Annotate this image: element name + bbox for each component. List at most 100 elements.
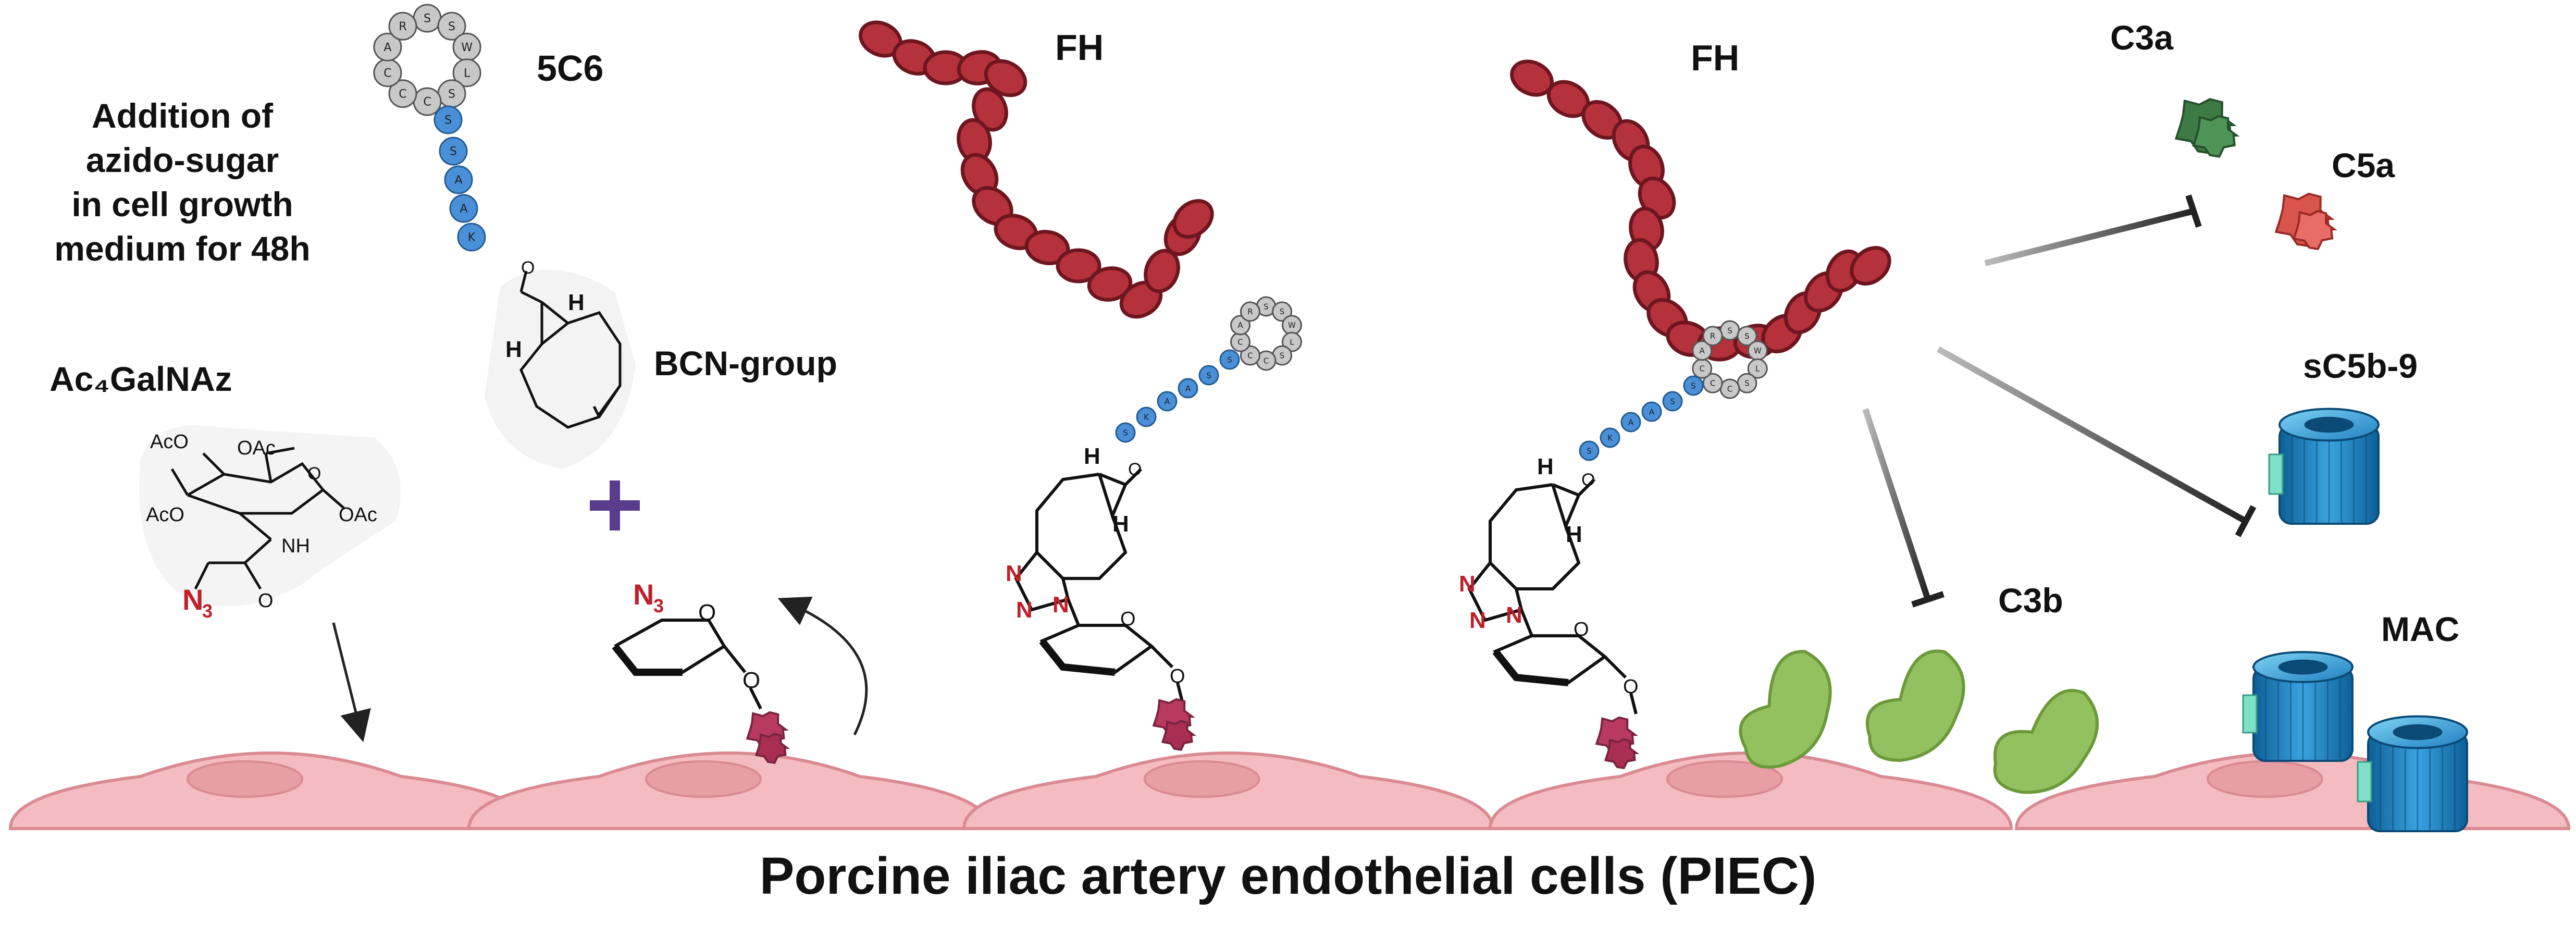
glycoprotein (1604, 738, 1640, 770)
peptide-stem-residue (1198, 365, 1219, 386)
peptide-stem-residue (1683, 375, 1704, 396)
factor-h-2 (1510, 59, 1891, 362)
carbonyl-o: O (258, 590, 274, 612)
nh-label: NH (281, 535, 310, 557)
residue-label: S (444, 114, 452, 127)
atom-label: N (1016, 597, 1033, 623)
peptide-stem-residue (439, 137, 468, 166)
ring-o: O (307, 464, 321, 484)
azide-n: N (182, 583, 203, 616)
step1-line-4: medium for 48h (54, 229, 310, 268)
residue-label: R (1247, 307, 1253, 316)
atom-label: N (1459, 571, 1476, 597)
residue-label: A (1185, 384, 1191, 393)
peptide-loop-residue (437, 11, 466, 41)
sugar-ring-front (1039, 638, 1116, 676)
residue-label: R (1710, 331, 1715, 341)
atom-label: O (1128, 460, 1142, 479)
peptide-loop-residue (1240, 345, 1260, 366)
factor-h-1 (859, 20, 1214, 319)
residue-label: A (1628, 417, 1634, 427)
fh-domain (1172, 199, 1214, 239)
incubation-arrow (332, 622, 371, 743)
peptide-loop-residue (1230, 315, 1251, 336)
sc5b9-label: sC5b-9 (2303, 347, 2418, 385)
aco-2: AcO (146, 504, 184, 526)
glycosidic-bond (1629, 693, 1638, 714)
residue-label: C (423, 96, 431, 109)
peptide-stem-residue (1115, 422, 1136, 443)
atom-label: O (1581, 470, 1595, 490)
residue-label: R (399, 20, 406, 33)
peptide-loop-residue (1692, 340, 1713, 361)
sc5b9-pore (2268, 408, 2380, 525)
cell-nucleus (645, 760, 762, 798)
cell-nucleus (1143, 760, 1260, 798)
peptide-loop-residue (1240, 301, 1260, 322)
residue-label: S (1227, 355, 1232, 364)
peptide-loop-residue (452, 58, 481, 88)
cell-layer (8, 751, 2571, 830)
residue-label: L (1755, 364, 1760, 374)
atom-label: H (1084, 443, 1100, 469)
residue-label: C (1264, 356, 1269, 365)
sugar-ring-o: O (698, 600, 716, 625)
residue-label: S (1206, 371, 1211, 380)
sugar-name-label: Ac₄GalNAz (49, 360, 232, 398)
cyclooctene-ring (1489, 483, 1581, 590)
residue-label: A (1649, 407, 1655, 416)
azide-sub-2: 3 (653, 595, 664, 616)
atom-label: O (1574, 619, 1589, 640)
c3b-protein (1866, 649, 1965, 762)
glycosidic-bond (1603, 655, 1627, 679)
glycoprotein (754, 733, 790, 764)
residue-label: C (1710, 379, 1715, 388)
azide-label-1: N 3 (182, 583, 213, 622)
residue-label: S (448, 20, 455, 33)
peptide-loop-residue (373, 32, 402, 61)
atom-label: O (1120, 608, 1136, 630)
pore-subunit (2242, 694, 2258, 734)
pore-hole (2278, 659, 2328, 675)
residue-label: A (454, 174, 462, 187)
residue-label: C (1727, 384, 1732, 393)
pore-subunit (2357, 761, 2372, 803)
inhibition-c3b (1862, 408, 1945, 608)
residue-label: W (1754, 346, 1762, 355)
ac4galnaz-structure: AcO OAc O OAc AcO NH O N 3 (139, 425, 401, 622)
peptide-stem-residue (1641, 401, 1662, 422)
sc5b9-complex (2268, 408, 2380, 525)
linker-bond (1124, 467, 1143, 486)
inhibition-c3a-c5a (1984, 194, 2202, 266)
c5a-blob (2292, 210, 2337, 251)
residue-label: S (1280, 307, 1285, 316)
sugar-ring-front (1492, 649, 1569, 686)
bcn-h-2: H (505, 337, 522, 362)
oac-2: OAc (339, 504, 377, 526)
bcn-h-1: H (568, 290, 585, 315)
c3b-label: C3b (1998, 581, 2063, 620)
atom-label: H (1112, 511, 1129, 537)
atom-label: N (1506, 602, 1522, 628)
step1-line-3: in cell growth (71, 185, 293, 224)
residue-label: C (1247, 351, 1253, 360)
cyclopropane-ring (1098, 473, 1128, 521)
glycoproteins (746, 698, 1640, 770)
mac-pore (2242, 651, 2354, 762)
residue-label: S (1123, 428, 1128, 437)
c5a-label: C5a (2332, 146, 2395, 184)
residue-label: S (450, 145, 457, 158)
residue-label: A (1700, 346, 1705, 355)
peptide-stem-residue (1136, 406, 1157, 427)
cell-nucleus (1666, 760, 1783, 798)
peptide-loop-residue (388, 79, 417, 108)
fh-domain (972, 87, 1008, 132)
fh-label-1: FH (1055, 27, 1104, 68)
atom-label: N (1052, 592, 1069, 618)
peptide-loop-residue (1747, 358, 1768, 379)
peptide-label: 5C6 (537, 48, 603, 89)
residue-label: S (1744, 331, 1750, 341)
pore-hole (2304, 416, 2354, 433)
